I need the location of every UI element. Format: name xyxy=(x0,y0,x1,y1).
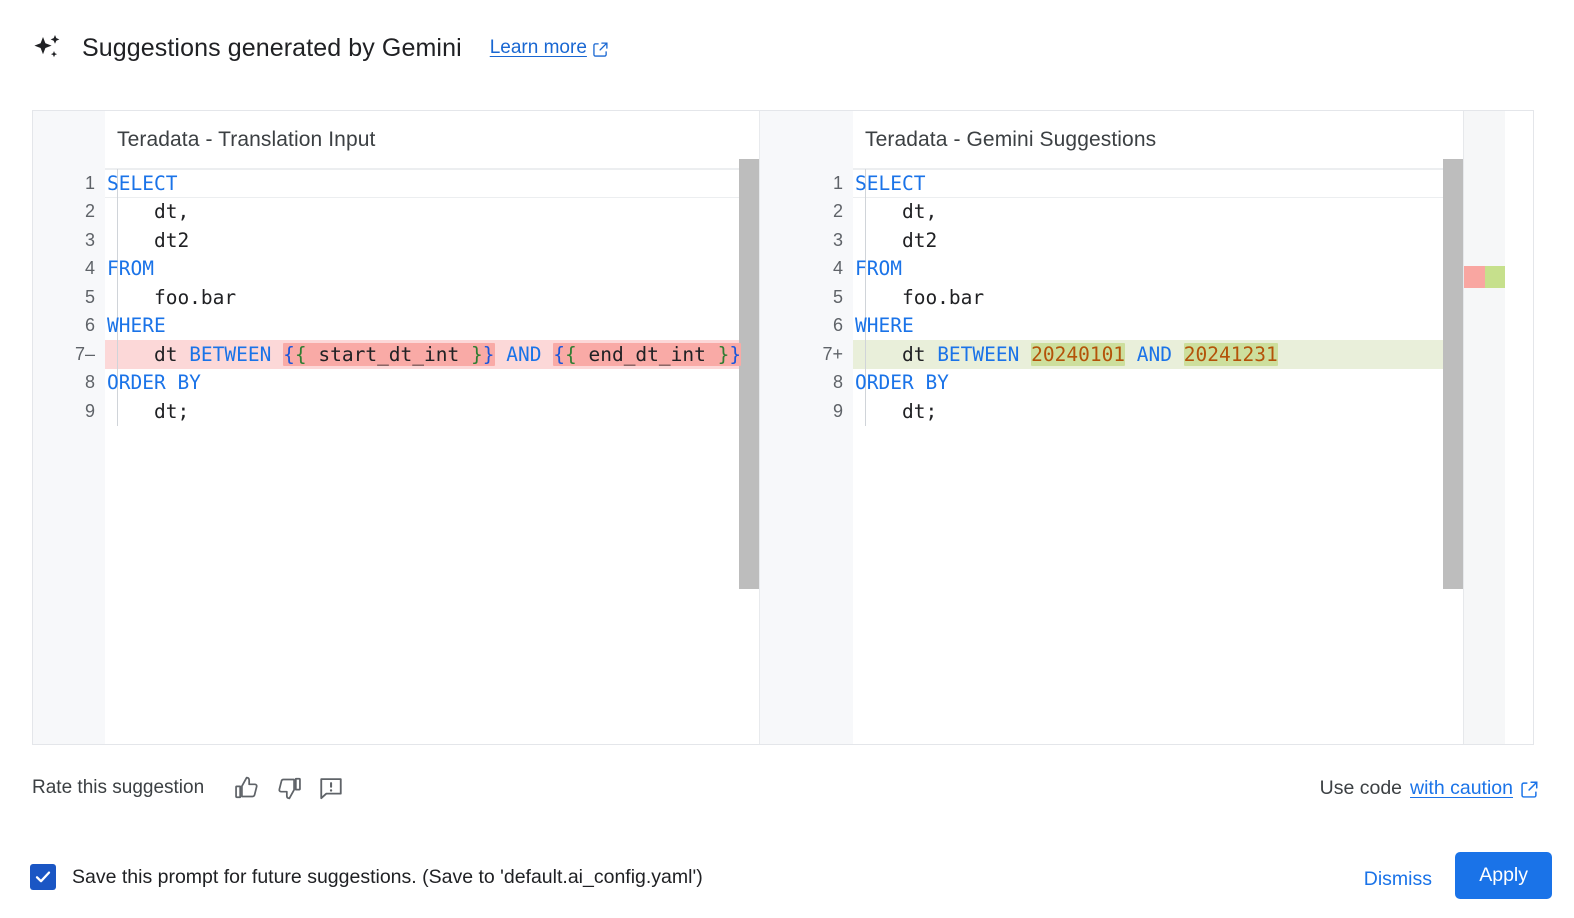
with-caution-link[interactable]: with caution xyxy=(1410,776,1513,799)
line-number: 8 xyxy=(832,372,843,393)
indent-guide xyxy=(117,169,118,426)
line-number: 7+ xyxy=(822,343,843,364)
line-number: 4 xyxy=(832,258,843,279)
save-prompt-label: Save this prompt for future suggestions.… xyxy=(72,865,703,888)
line-number: 1 xyxy=(84,172,95,193)
line-number: 6 xyxy=(832,315,843,336)
line-number: 6 xyxy=(84,315,95,336)
code-line: 7+ dt BETWEEN 20240101 AND 20241231 xyxy=(760,340,1505,369)
code-line: 8 ORDER BY xyxy=(760,369,1505,398)
diff-pane-right: Teradata - Gemini Suggestions 1 SELECT 2 d… xyxy=(760,111,1505,744)
code-line-background xyxy=(105,169,759,198)
header: Suggestions generated by Gemini Learn mo… xyxy=(30,24,608,72)
code-line-text: FROM xyxy=(855,257,902,281)
code-line: 6 WHERE xyxy=(760,312,1505,341)
line-number: 2 xyxy=(832,201,843,222)
code-line: 4 FROM xyxy=(760,255,1505,284)
code-line: 2 dt, xyxy=(33,198,759,227)
line-number: 4 xyxy=(84,258,95,279)
code-line-text: dt2 xyxy=(107,228,190,252)
code-line-text: WHERE xyxy=(855,314,914,338)
code-line: 1 SELECT xyxy=(33,169,759,198)
code-line-text: FROM xyxy=(107,257,154,281)
thumb-up-icon[interactable] xyxy=(230,771,264,805)
code-line-text: dt; xyxy=(855,399,938,423)
code-line-text: dt BETWEEN {{ start_dt_int }} AND {{ end… xyxy=(107,342,742,366)
indent-guide xyxy=(865,169,866,426)
gutter-background-right xyxy=(760,111,853,744)
external-link-icon xyxy=(1521,781,1538,798)
line-number: 5 xyxy=(84,286,95,307)
code-line: 8 ORDER BY xyxy=(33,369,759,398)
overview-marker-added xyxy=(1485,266,1505,288)
sparkle-icon xyxy=(30,31,64,65)
code-line: 9 dt; xyxy=(760,397,1505,426)
diff-pane-left: Teradata - Translation Input 1 SELECT 2 dt… xyxy=(33,111,760,744)
report-icon[interactable] xyxy=(314,771,348,805)
code-line: 9 dt; xyxy=(33,397,759,426)
learn-more-link[interactable]: Learn more xyxy=(490,37,608,59)
gutter-background-left xyxy=(33,111,105,744)
use-code-notice: Use code with caution xyxy=(1319,770,1538,806)
save-prompt-row: Save this prompt for future suggestions.… xyxy=(30,856,703,898)
code-line: 3 dt2 xyxy=(33,226,759,255)
code-line-text: dt2 xyxy=(855,228,938,252)
code-line-text: ORDER BY xyxy=(855,371,949,395)
overview-marker-removed xyxy=(1464,266,1485,288)
diff-viewer: Teradata - Translation Input 1 SELECT 2 dt… xyxy=(32,110,1534,745)
overview-ruler[interactable] xyxy=(1463,111,1505,744)
code-line-background xyxy=(853,340,1505,369)
apply-button[interactable]: Apply xyxy=(1455,852,1552,899)
line-number: 9 xyxy=(832,400,843,421)
pane-title-right: Teradata - Gemini Suggestions xyxy=(760,111,1505,169)
code-line-text: SELECT xyxy=(855,171,926,195)
learn-more-label: Learn more xyxy=(489,37,587,58)
line-number: 2 xyxy=(84,201,95,222)
code-line-background xyxy=(853,169,1505,198)
code-line-text: dt BETWEEN 20240101 AND 20241231 xyxy=(855,342,1278,366)
line-number: 8 xyxy=(84,372,95,393)
code-line-text: dt, xyxy=(107,200,190,224)
line-number: 7– xyxy=(74,343,95,364)
line-number: 9 xyxy=(84,400,95,421)
code-line: 5 foo.bar xyxy=(760,283,1505,312)
rate-label: Rate this suggestion xyxy=(32,777,205,798)
scrollbar-right[interactable] xyxy=(1443,159,1463,589)
dismiss-button[interactable]: Dismiss xyxy=(1352,858,1444,901)
code-line-text: dt; xyxy=(107,399,190,423)
external-link-icon xyxy=(593,41,608,57)
code-line: 7– dt BETWEEN {{ start_dt_int }} AND {{ … xyxy=(33,340,759,369)
line-number: 1 xyxy=(832,172,843,193)
use-code-label: Use code xyxy=(1319,776,1403,799)
line-number: 3 xyxy=(84,229,95,250)
code-line-text: SELECT xyxy=(107,171,178,195)
line-number: 3 xyxy=(832,229,843,250)
thumb-down-icon[interactable] xyxy=(272,771,306,805)
code-line: 2 dt, xyxy=(760,198,1505,227)
pane-title-left: Teradata - Translation Input xyxy=(33,111,759,169)
code-line-text: foo.bar xyxy=(107,285,237,309)
code-line-text: WHERE xyxy=(107,314,166,338)
feedback-bar: Rate this suggestion xyxy=(32,768,356,808)
code-line: 4 FROM xyxy=(33,255,759,284)
code-line: 6 WHERE xyxy=(33,312,759,341)
code-line: 1 SELECT xyxy=(760,169,1505,198)
page-title: Suggestions generated by Gemini xyxy=(82,33,462,62)
code-line-text: ORDER BY xyxy=(107,371,201,395)
line-number: 5 xyxy=(832,286,843,307)
scrollbar-left[interactable] xyxy=(739,159,759,589)
action-bar: Save this prompt for future suggestions.… xyxy=(0,842,1574,918)
code-line: 3 dt2 xyxy=(760,226,1505,255)
code-line-text: dt, xyxy=(855,200,938,224)
code-line: 5 foo.bar xyxy=(33,283,759,312)
code-line-text: foo.bar xyxy=(855,285,985,309)
save-prompt-checkbox[interactable] xyxy=(30,864,56,890)
